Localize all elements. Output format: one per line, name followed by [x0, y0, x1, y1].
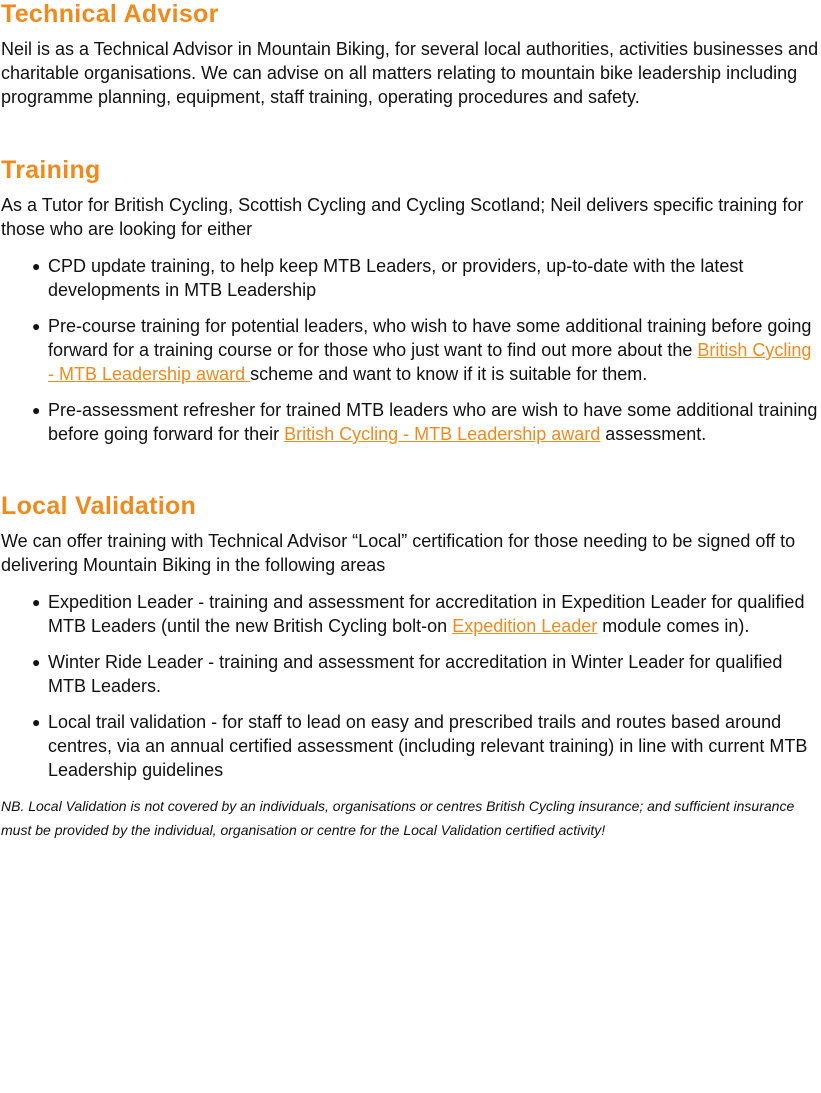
- list-item: ● Local trail validation - for staff to …: [1, 710, 819, 782]
- list-item-text: module comes in).: [597, 616, 750, 636]
- training-list: ● CPD update training, to help keep MTB …: [1, 254, 819, 446]
- training-section: Training As a Tutor for British Cycling,…: [1, 156, 819, 446]
- mtb-leadership-award-link[interactable]: British Cycling - MTB Leadership award: [284, 424, 601, 444]
- technical-advisor-section: Technical Advisor Neil is as a Technical…: [1, 0, 819, 109]
- local-validation-list: ● Expedition Leader - training and asses…: [1, 590, 819, 782]
- page-content: Technical Advisor Neil is as a Technical…: [1, 0, 819, 842]
- training-intro: As a Tutor for British Cycling, Scottish…: [1, 195, 804, 239]
- bullet-icon: ●: [32, 654, 41, 670]
- list-item-text: assessment.: [600, 424, 707, 444]
- local-validation-section: Local Validation We can offer training w…: [1, 492, 819, 842]
- insurance-note: NB. Local Validation is not covered by a…: [1, 798, 795, 838]
- mtb-leadership-award-link[interactable]: British Cycling - MTB Leadership award: [48, 340, 812, 384]
- list-item: ● Pre-course training for potential lead…: [1, 314, 819, 386]
- list-item-text: Winter Ride Leader - training and assess…: [48, 652, 783, 696]
- expedition-leader-link[interactable]: Expedition Leader: [452, 616, 598, 636]
- list-item-text: CPD update training, to help keep MTB Le…: [48, 256, 744, 300]
- list-item-text: Expedition Leader - training and assessm…: [48, 592, 805, 636]
- list-item: ● CPD update training, to help keep MTB …: [1, 254, 819, 302]
- list-item-text: Local trail validation - for staff to le…: [48, 712, 808, 780]
- bullet-icon: ●: [32, 258, 41, 274]
- list-item-text: Pre-assessment refresher for trained MTB…: [48, 400, 818, 444]
- local-validation-intro: We can offer training with Technical Adv…: [1, 531, 796, 575]
- bullet-icon: ●: [32, 594, 41, 610]
- list-item-text: scheme and want to know if it is suitabl…: [250, 364, 648, 384]
- list-item: ● Winter Ride Leader - training and asse…: [1, 650, 819, 698]
- list-item: ● Pre-assessment refresher for trained M…: [1, 398, 819, 446]
- bullet-icon: ●: [32, 714, 41, 730]
- list-item: ● Expedition Leader - training and asses…: [1, 590, 819, 638]
- bullet-icon: ●: [32, 318, 41, 334]
- list-item-text: Pre-course training for potential leader…: [48, 316, 812, 360]
- bullet-icon: ●: [32, 402, 41, 418]
- technical-advisor-heading: Technical Advisor: [1, 0, 219, 28]
- local-validation-heading: Local Validation: [1, 492, 197, 520]
- technical-advisor-body: Neil is as a Technical Advisor in Mounta…: [1, 39, 819, 107]
- training-heading: Training: [1, 156, 101, 184]
